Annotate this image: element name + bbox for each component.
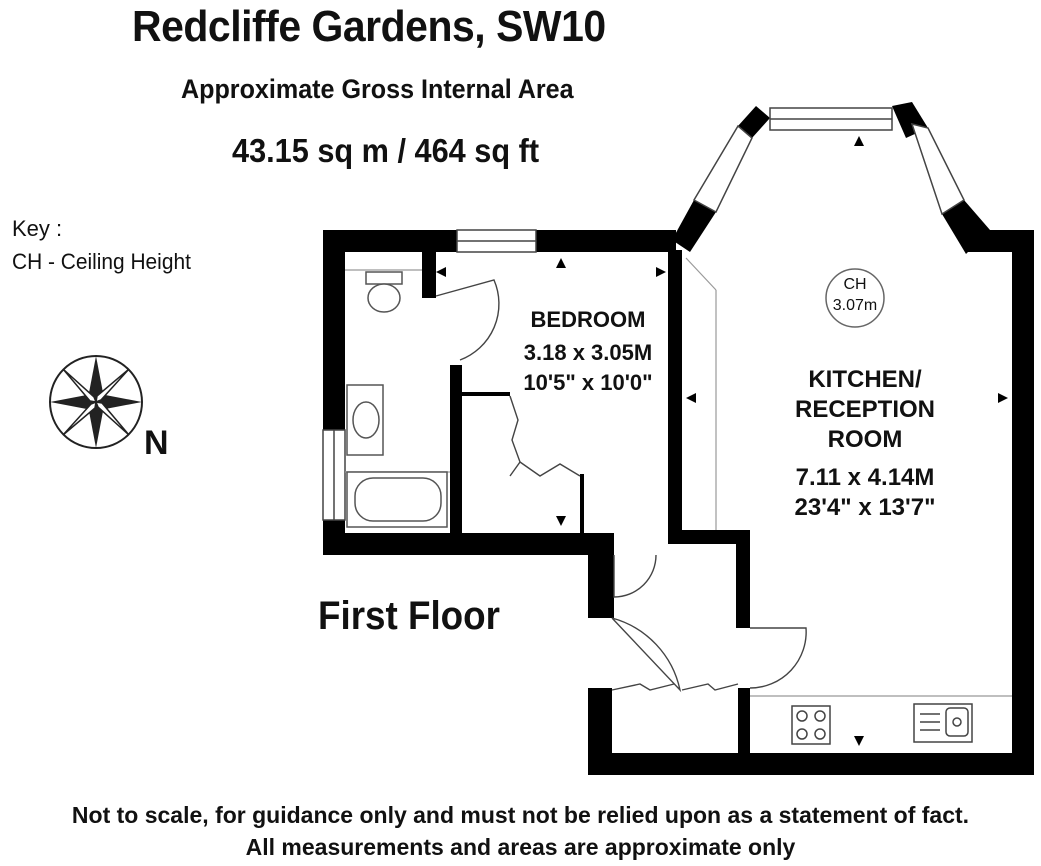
bedroom-imperial: 10'5" x 10'0"	[523, 370, 653, 395]
compass-rose-icon	[49, 355, 143, 449]
kitchen-name-line3: ROOM	[827, 426, 903, 453]
key-ch-definition: CH - Ceiling Height	[12, 249, 191, 274]
compass-north-label: N	[144, 424, 169, 462]
kitchen-name-line2: RECEPTION	[794, 396, 935, 423]
page-subtitle: Approximate Gross Internal Area	[181, 74, 574, 104]
windows	[322, 107, 965, 521]
doors	[435, 279, 807, 693]
bedroom-metric: 3.18 x 3.05M	[523, 340, 653, 365]
sink-icon	[913, 703, 973, 743]
kitchen-name-line1: KITCHEN/	[808, 366, 922, 393]
measurement-arrows	[436, 136, 1008, 746]
kitchen-imperial: 23'4" x 13'7"	[794, 494, 936, 521]
toilet-icon	[365, 271, 403, 313]
disclaimer-line-2: All measurements and areas are approxima…	[245, 834, 796, 860]
key-title: Key :	[12, 216, 63, 241]
floor-label: First Floor	[318, 594, 500, 638]
page-title: Redcliffe Gardens, SW10	[132, 2, 606, 51]
gross-area: 43.15 sq m / 464 sq ft	[232, 132, 540, 169]
disclaimer-line-1: Not to scale, for guidance only and must…	[71, 802, 970, 828]
ceiling-height-label: CH	[843, 276, 867, 293]
walls	[323, 102, 1034, 775]
basin-icon	[346, 384, 384, 456]
bedroom-name: BEDROOM	[530, 307, 646, 332]
hob-icon	[791, 705, 831, 745]
kitchen-metric: 7.11 x 4.14M	[795, 464, 935, 491]
bath-icon	[346, 471, 448, 528]
ceiling-height-value: 3.07m	[832, 297, 878, 314]
ceiling-height-marker	[825, 268, 885, 328]
